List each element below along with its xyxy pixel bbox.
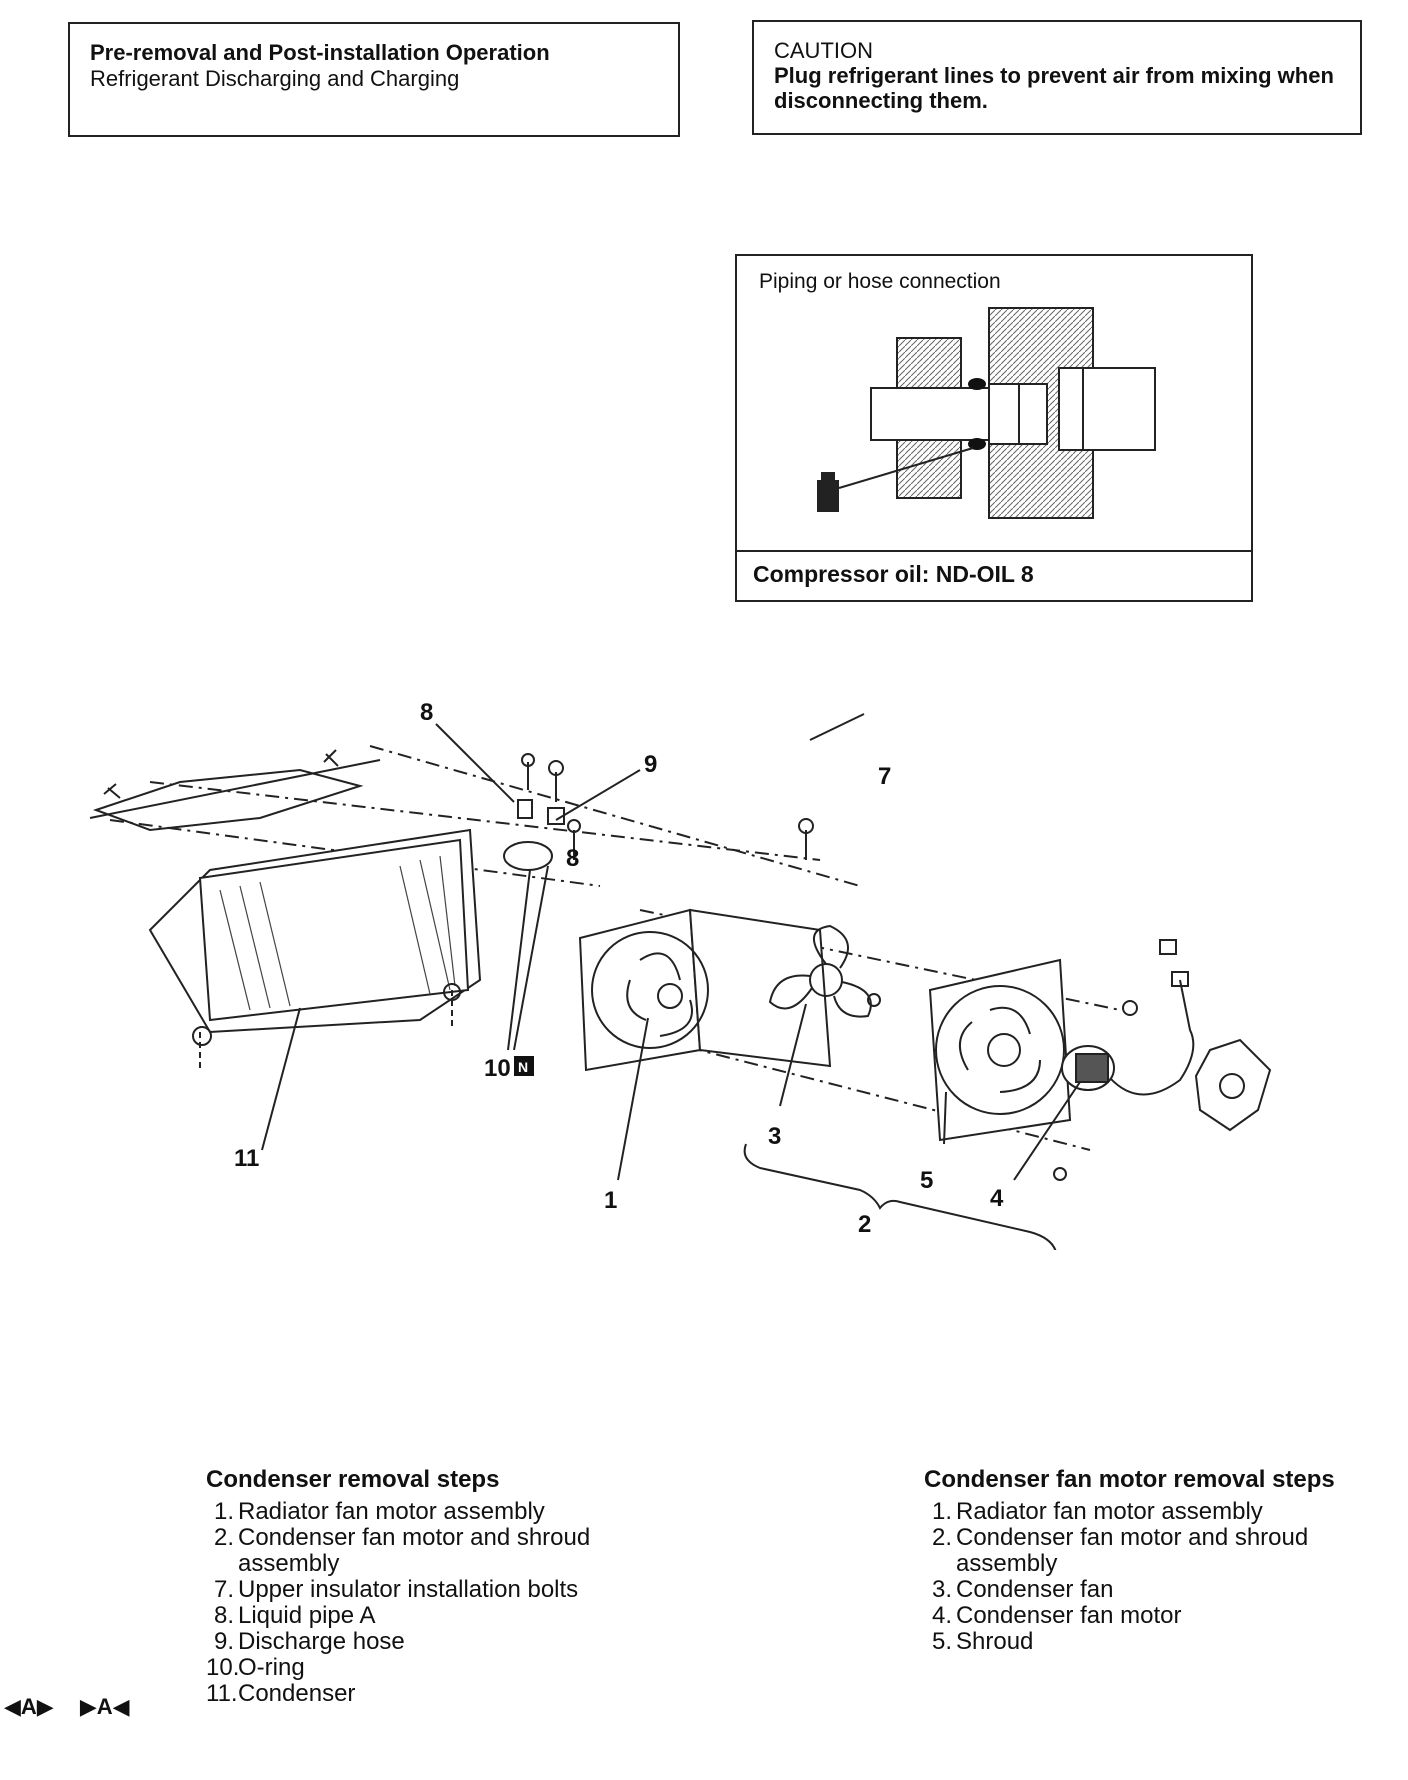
callout-2: 2 — [858, 1211, 871, 1238]
callout-1: 1 — [604, 1187, 617, 1214]
pre-removal-box: Pre-removal and Post-installation Operat… — [68, 22, 680, 137]
list-item: 4.Condenser fan motor — [931, 1602, 1182, 1629]
pre-removal-title: Pre-removal and Post-installation Operat… — [90, 40, 550, 65]
marker-a-open: ◀A▶ — [4, 1694, 54, 1719]
inset-title: Piping or hose connection — [759, 270, 1001, 293]
exploded-assembly-diagram: 8 9 7 8 10 11 1 3 5 4 2 N — [89, 699, 1272, 1250]
callout-8-lower: 8 — [566, 845, 579, 872]
list-item: 1.Radiator fan motor assembly — [931, 1498, 1263, 1525]
list-item: 9.Discharge hose — [213, 1628, 405, 1655]
list-item: 10.O-ring — [206, 1654, 305, 1681]
svg-text:N: N — [518, 1059, 528, 1075]
pre-removal-detail: Refrigerant Discharging and Charging — [90, 66, 460, 91]
piping-connection-inset: Piping or hose connection Compressor oil… — [735, 254, 1253, 602]
caution-box: CAUTION Plug refrigerant lines to preven… — [752, 20, 1362, 135]
compressor-oil-label: Compressor oil: ND-OIL 8 — [753, 561, 1034, 587]
callout-4: 4 — [990, 1185, 1004, 1212]
condenser-steps-list: 1.Radiator fan motor assembly 2.Condense… — [206, 1499, 676, 1707]
list-item: 8.Liquid pipe A — [213, 1602, 376, 1629]
caution-text: Plug refrigerant lines to prevent air fr… — [774, 63, 1334, 113]
fan-motor-steps-title: Condenser fan motor removal steps — [924, 1466, 1335, 1493]
list-item: 2.Condenser fan motor and shroud assembl… — [213, 1524, 591, 1577]
callout-10: 10 — [484, 1055, 511, 1082]
piping-connection-illustration — [817, 307, 1156, 519]
list-item: 2.Condenser fan motor and shroud assembl… — [931, 1524, 1309, 1577]
service-point-markers: ◀A▶ ▶A◀ — [4, 1694, 150, 1720]
list-item: 7.Upper insulator installation bolts — [213, 1576, 579, 1603]
condenser-removal-steps: Condenser removal steps 1.Radiator fan m… — [206, 1466, 676, 1707]
fan-motor-steps-list: 1.Radiator fan motor assembly 2.Condense… — [924, 1499, 1374, 1655]
new-part-icon — [514, 1056, 534, 1076]
marker-a-close: ▶A◀ — [79, 1694, 130, 1719]
inset-footer: Compressor oil: ND-OIL 8 — [737, 550, 1251, 600]
list-item: 11.Condenser — [206, 1680, 356, 1707]
callout-7: 7 — [878, 763, 891, 790]
callout-8-top: 8 — [420, 699, 433, 726]
callout-5: 5 — [920, 1167, 933, 1194]
list-item: 5.Shroud — [931, 1628, 1034, 1655]
condenser-steps-title: Condenser removal steps — [206, 1466, 500, 1493]
list-item: 3.Condenser fan — [931, 1576, 1114, 1603]
callout-9: 9 — [644, 751, 657, 778]
list-item: 1.Radiator fan motor assembly — [213, 1498, 545, 1525]
callout-11: 11 — [234, 1145, 259, 1172]
fan-motor-removal-steps: Condenser fan motor removal steps 1.Radi… — [924, 1466, 1374, 1655]
caution-title: CAUTION — [774, 38, 873, 63]
callout-3: 3 — [768, 1123, 781, 1150]
